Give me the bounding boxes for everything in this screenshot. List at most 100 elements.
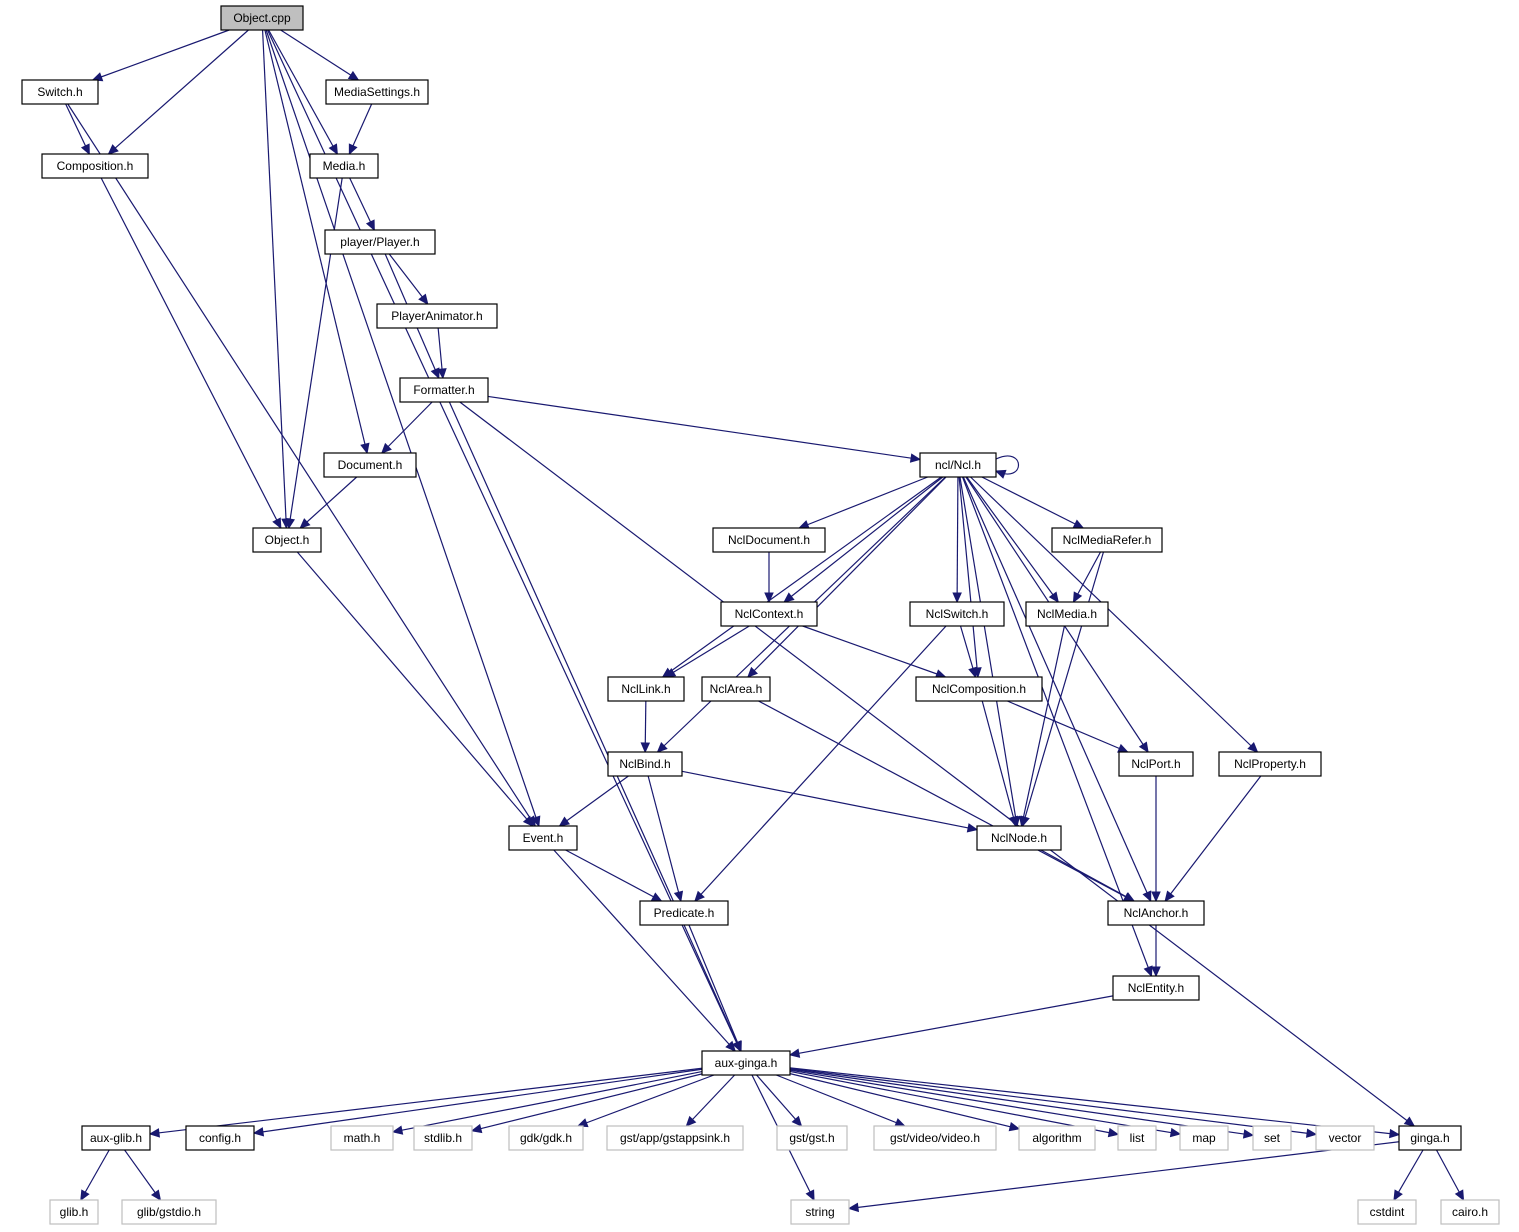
arrowhead-icon bbox=[1389, 1128, 1401, 1139]
node-label: ginga.h bbox=[1410, 1131, 1449, 1145]
node-nclmedia-h[interactable]: NclMedia.h bbox=[1025, 601, 1109, 627]
node-player-h[interactable]: player/Player.h bbox=[324, 229, 436, 255]
node-nclcontext-h[interactable]: NclContext.h bbox=[720, 601, 818, 627]
node-label: NclComposition.h bbox=[932, 682, 1026, 696]
edge-nclcontext_h-to-nclcomposition_h bbox=[802, 625, 947, 679]
edge-aux_ginga_h-to-math_h bbox=[391, 1071, 703, 1135]
node-aux-ginga-h[interactable]: aux-ginga.h bbox=[701, 1050, 791, 1076]
edge-line bbox=[956, 476, 959, 603]
node-label: Object.h bbox=[265, 533, 310, 547]
edge-line bbox=[100, 177, 282, 529]
edge-line bbox=[565, 849, 662, 902]
edge-object_cpp-to-switch_h bbox=[91, 29, 230, 82]
arrowhead-icon bbox=[391, 1125, 404, 1135]
node-mediasettings-h[interactable]: MediaSettings.h bbox=[325, 79, 429, 105]
node-ginga-h[interactable]: ginga.h bbox=[1398, 1125, 1462, 1151]
node-nclentity-h[interactable]: NclEntity.h bbox=[1112, 975, 1200, 1001]
node-nclnode-h[interactable]: NclNode.h bbox=[976, 825, 1062, 851]
edge-line bbox=[392, 1071, 703, 1133]
node-object-h[interactable]: Object.h bbox=[252, 527, 322, 553]
node-media-h[interactable]: Media.h bbox=[309, 153, 379, 179]
node-switch-h[interactable]: Switch.h bbox=[21, 79, 99, 105]
edge-line bbox=[471, 1073, 703, 1132]
node-nclproperty-h[interactable]: NclProperty.h bbox=[1218, 751, 1322, 777]
node-label: vector bbox=[1329, 1131, 1362, 1145]
node-label: string bbox=[805, 1205, 834, 1219]
node-ncldocument-h[interactable]: NclDocument.h bbox=[712, 527, 826, 553]
node-box bbox=[712, 527, 826, 553]
node-label: NclAnchor.h bbox=[1124, 906, 1189, 920]
edge-line bbox=[268, 29, 338, 155]
arrowhead-icon bbox=[685, 1115, 697, 1127]
node-label: Event.h bbox=[523, 831, 564, 845]
node-box bbox=[399, 377, 489, 403]
arrowhead-icon bbox=[1117, 743, 1129, 753]
edge-switch_h-to-event_h bbox=[67, 103, 536, 828]
arrowhead-icon bbox=[80, 143, 90, 156]
edge-line bbox=[559, 775, 629, 827]
node-label: Composition.h bbox=[57, 159, 134, 173]
node-box bbox=[701, 676, 771, 702]
node-string: string bbox=[790, 1199, 850, 1225]
node-label: aux-ginga.h bbox=[715, 1056, 778, 1070]
node-stdlib-h: stdlib.h bbox=[413, 1125, 473, 1151]
arrowhead-icon bbox=[725, 1040, 736, 1052]
arrowhead-icon bbox=[1242, 1129, 1255, 1139]
edge-ncl_h-to-ncldocument_h bbox=[798, 476, 928, 529]
node-nclmediarefer-h[interactable]: NclMediaRefer.h bbox=[1051, 527, 1163, 553]
edge-line bbox=[265, 29, 540, 827]
edge-ncl_h-to-nclanchor_h bbox=[962, 476, 1152, 903]
node-config-h[interactable]: config.h bbox=[185, 1125, 255, 1151]
arrowhead-icon bbox=[380, 442, 392, 454]
node-label: NclMediaRefer.h bbox=[1063, 533, 1152, 547]
edge-player_h-to-playeranimator_h bbox=[388, 253, 429, 305]
node-ncllink-h[interactable]: NclLink.h bbox=[607, 676, 685, 702]
node-event-h[interactable]: Event.h bbox=[508, 825, 578, 851]
edge-line bbox=[267, 29, 741, 1052]
arrowhead-icon bbox=[272, 517, 282, 530]
node-cairo-h: cairo.h bbox=[1440, 1199, 1500, 1225]
arrowhead-icon bbox=[966, 823, 979, 833]
node-gst-h: gst/gst.h bbox=[776, 1125, 848, 1151]
node-object-cpp[interactable]: Object.cpp bbox=[220, 5, 304, 31]
node-nclanchor-h[interactable]: NclAnchor.h bbox=[1107, 900, 1205, 926]
arrowhead-icon bbox=[107, 144, 119, 155]
node-composition-h[interactable]: Composition.h bbox=[41, 153, 149, 179]
arrowhead-icon bbox=[694, 890, 705, 902]
edge-line bbox=[67, 103, 536, 827]
node-document-h[interactable]: Document.h bbox=[323, 452, 417, 478]
edge-line bbox=[261, 29, 288, 529]
node-box bbox=[701, 1050, 791, 1076]
arrowhead-icon bbox=[148, 1128, 160, 1138]
arrowhead-icon bbox=[80, 1189, 90, 1202]
arrowhead-icon bbox=[1305, 1128, 1318, 1138]
node-nclbind-h[interactable]: NclBind.h bbox=[607, 751, 683, 777]
edge-ginga_h-to-cstdint bbox=[1393, 1149, 1424, 1202]
edge-object_cpp-to-event_h bbox=[265, 29, 541, 828]
node-ncl-h[interactable]: ncl/Ncl.h bbox=[919, 452, 997, 478]
edge-line bbox=[959, 476, 1018, 827]
node-label: aux-glib.h bbox=[90, 1131, 142, 1145]
node-box bbox=[81, 1125, 151, 1151]
node-label: Switch.h bbox=[37, 85, 82, 99]
arrowhead-icon bbox=[1151, 891, 1161, 903]
edge-playeranimator_h-to-formatter_h bbox=[437, 327, 447, 380]
edge-ncl_h-to-ncl_h bbox=[994, 455, 1019, 479]
node-predicate-h[interactable]: Predicate.h bbox=[639, 900, 729, 926]
node-playeranimator-h[interactable]: PlayerAnimator.h bbox=[376, 303, 498, 329]
node-label: gdk/gdk.h bbox=[520, 1131, 572, 1145]
node-nclcomposition-h[interactable]: NclComposition.h bbox=[915, 676, 1043, 702]
arrowhead-icon bbox=[558, 816, 571, 827]
node-label: NclContext.h bbox=[735, 607, 804, 621]
node-box bbox=[1440, 1199, 1500, 1225]
arrowhead-icon bbox=[1247, 741, 1259, 753]
node-aux-glib-h[interactable]: aux-glib.h bbox=[81, 1125, 151, 1151]
arrowhead-icon bbox=[798, 520, 810, 529]
node-nclport-h[interactable]: NclPort.h bbox=[1118, 751, 1194, 777]
arrowhead-icon bbox=[673, 890, 684, 903]
node-formatter-h[interactable]: Formatter.h bbox=[399, 377, 489, 403]
node-nclswitch-h[interactable]: NclSwitch.h bbox=[909, 601, 1005, 627]
edge-object_cpp-to-object_h bbox=[261, 29, 291, 530]
node-nclarea-h[interactable]: NclArea.h bbox=[701, 676, 771, 702]
